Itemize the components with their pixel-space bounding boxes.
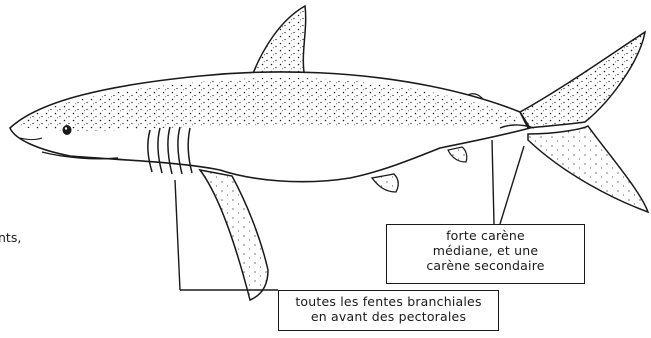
gills-annotation-line: toutes les fentes branchiales: [283, 294, 494, 309]
eye: [63, 125, 72, 135]
cropped-text-fragment: nts,: [0, 230, 21, 245]
keels-annotation-line: carène secondaire: [391, 258, 580, 273]
pectoral-fin: [200, 170, 268, 300]
gills-annotation-line: en avant des pectorales: [283, 309, 494, 324]
anal-fin: [448, 147, 467, 162]
caudal-fin-lower: [528, 126, 648, 212]
caudal-fin-upper: [520, 32, 645, 128]
keels-annotation-line: médiane, et une: [391, 243, 580, 258]
gills-annotation: toutes les fentes branchiales en avant d…: [278, 290, 499, 331]
dorsal-fin: [252, 6, 306, 78]
pelvic-fin: [372, 174, 398, 192]
keels-annotation-line: forte carène: [391, 228, 580, 243]
keels-annotation: forte carène médiane, et une carène seco…: [386, 224, 585, 284]
